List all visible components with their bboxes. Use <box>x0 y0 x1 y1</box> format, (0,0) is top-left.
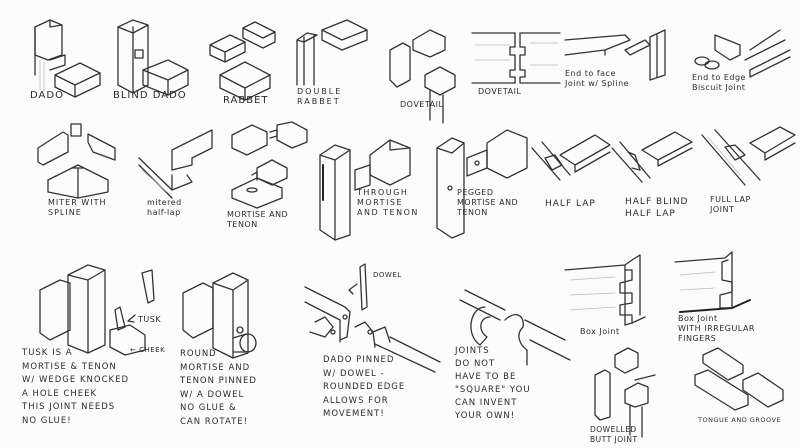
double-rabbet-sketch: DOUBLE RABBET <box>292 15 372 125</box>
round-mortise-sketch: ROUND MORTISE AND TENON PINNED W/ A DOWE… <box>178 268 288 438</box>
end-to-face-spline-label: End to face Joint w/ Spline <box>565 69 630 88</box>
custom-joint-sketch: JOINTS DO NOT HAVE TO BE "SQUARE" YOU CA… <box>455 285 571 445</box>
end-to-edge-biscuit-sketch: End to Edge Biscuit Joint <box>690 25 800 105</box>
half-lap-label: HALF LAP <box>545 199 596 209</box>
box-joint-irregular-drawing <box>674 251 751 313</box>
miter-spline-label: MITER WITH SPLINE <box>48 198 107 217</box>
custom-joint-drawing <box>459 289 571 366</box>
dowelled-butt-label: DOWELLED BUTT JOINT <box>590 425 638 444</box>
blind-dado-sketch: BLIND DADO <box>113 15 203 115</box>
tongue-groove-label: TONGUE AND GROOVE <box>698 416 782 424</box>
box-joint-irregular-sketch: Box Joint WITH IRREGULAR FINGERS <box>670 250 795 350</box>
tusk-sketch: TUSK ← CHEEK TUSK IS A MORTISE & TENON W… <box>20 255 190 435</box>
blind-dado-drawing <box>117 19 189 96</box>
tongue-groove-drawing <box>694 347 784 411</box>
pegged-mortise-label: PEGGED MORTISE AND TENON <box>457 188 519 217</box>
pegged-mortise-drawing <box>436 129 528 239</box>
cheek-callout-label: ← CHEEK <box>130 346 166 354</box>
box-joint-label: Box Joint <box>580 327 620 336</box>
through-mortise-drawing <box>319 139 411 241</box>
tongue-groove-sketch: TONGUE AND GROOVE <box>693 345 800 445</box>
dowelled-butt-sketch: DOWELLED BUTT JOINT <box>590 345 690 445</box>
end-to-face-spline-drawing <box>564 29 666 81</box>
dovetail-flat-drawing <box>471 32 561 84</box>
miter-spline-sketch: MITER WITH SPLINE <box>33 120 123 225</box>
rabbet-label: RABBET <box>223 95 269 106</box>
blind-dado-label: BLIND DADO <box>113 90 187 101</box>
mortise-tenon-sketch: MORTISE AND TENON <box>222 120 312 235</box>
half-lap-sketch: HALF LAP <box>530 130 611 215</box>
half-blind-half-lap-label: HALF BLIND HALF LAP <box>625 197 689 219</box>
tusk-drawing <box>39 264 155 356</box>
dovetail-iso-label: DOVETAIL <box>400 100 444 109</box>
half-blind-half-lap-sketch: HALF BLIND HALF LAP <box>610 130 695 225</box>
end-to-face-spline-sketch: End to face Joint w/ Spline <box>564 25 675 105</box>
box-joint-sketch: Box Joint <box>560 254 670 345</box>
dado-pinned-drawing <box>304 263 441 373</box>
custom-joint-note: JOINTS DO NOT HAVE TO BE "SQUARE" YOU CA… <box>455 346 531 421</box>
dowel-callout-label: DOWEL <box>373 271 402 279</box>
half-lap-drawing <box>531 134 611 181</box>
dado-label: DADO <box>30 90 64 101</box>
tusk-callout-label: TUSK <box>138 315 162 324</box>
box-joint-irregular-label: Box Joint WITH IRREGULAR FINGERS <box>678 314 755 343</box>
through-mortise-label: THROUGH MORTISE AND TENON <box>357 188 419 217</box>
dado-pinned-sketch: DOWEL DADO PINNED W/ DOWEL - ROUNDED EDG… <box>304 262 441 442</box>
rabbet-sketch: RABBET <box>205 20 285 115</box>
dovetail-flat-sketch: DOVETAIL <box>470 25 561 100</box>
box-joint-drawing <box>564 254 646 326</box>
full-lap-drawing <box>701 126 796 186</box>
dado-pinned-note: DADO PINNED W/ DOWEL - ROUNDED EDGE ALLO… <box>323 355 406 419</box>
dowelled-butt-drawing <box>594 347 656 438</box>
dovetail-iso-sketch: DOVETAIL <box>385 25 465 124</box>
mitered-halflap-label: mitered half-lap <box>147 198 182 217</box>
dovetail-flat-label: DOVETAIL <box>478 87 522 96</box>
mortise-tenon-label: MORTISE AND TENON <box>227 210 289 229</box>
end-to-edge-biscuit-label: End to Edge Biscuit Joint <box>692 73 746 92</box>
rabbet-drawing <box>209 21 276 101</box>
dado-sketch: DADO <box>30 15 110 115</box>
full-lap-label: FULL LAP JOINT <box>710 195 751 214</box>
full-lap-sketch: FULL LAP JOINT <box>700 125 796 215</box>
dovetail-iso-drawing <box>389 29 456 124</box>
mortise-tenon-drawing <box>231 121 308 209</box>
round-mortise-drawing <box>182 272 257 359</box>
double-rabbet-label: DOUBLE RABBET <box>297 87 343 106</box>
mitered-halflap-sketch: mitered half-lap <box>137 120 217 225</box>
double-rabbet-drawing <box>296 19 368 86</box>
half-blind-half-lap-drawing <box>611 131 693 183</box>
pegged-mortise-sketch: PEGGED MORTISE AND TENON <box>432 128 532 239</box>
tusk-note: TUSK IS A MORTISE & TENON W/ WEDGE KNOCK… <box>22 348 129 426</box>
end-to-edge-biscuit-drawing <box>694 29 791 78</box>
miter-spline-drawing <box>37 123 116 199</box>
mitered-halflap-drawing <box>138 129 213 199</box>
round-mortise-note: ROUND MORTISE AND TENON PINNED W/ A DOWE… <box>180 349 257 427</box>
through-mortise-sketch: THROUGH MORTISE AND TENON <box>315 130 420 250</box>
dado-drawing <box>34 19 101 98</box>
